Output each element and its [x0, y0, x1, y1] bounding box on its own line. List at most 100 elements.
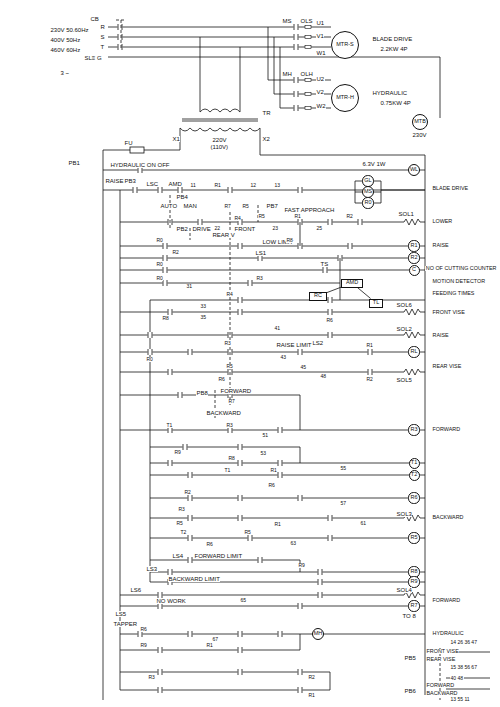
contact-symbol [328, 515, 329, 521]
contact-label: 35 [200, 315, 207, 320]
contact-symbol [332, 309, 333, 315]
contact-symbol [278, 631, 279, 637]
circuit-label: RAISE LIMIT [276, 342, 312, 348]
contact-symbol [192, 515, 193, 521]
contact-gap [318, 592, 323, 598]
node-text: RL [410, 349, 417, 355]
contact-gap [348, 243, 353, 249]
contact-symbol [198, 219, 199, 225]
contact-symbol [332, 219, 333, 225]
branch-wire [300, 447, 301, 463]
contact-symbol [298, 187, 299, 193]
contact-gap [168, 460, 173, 466]
coil-circle: R7 [408, 600, 419, 611]
contact-symbol [122, 44, 123, 50]
power-line [274, 37, 275, 94]
rung-wire [150, 560, 300, 561]
solenoid-gap [404, 218, 420, 226]
circuit-label: BLADE DRIVE [372, 36, 413, 42]
contact-symbol [282, 427, 283, 433]
overload-heater [305, 46, 311, 49]
contact-gap [158, 187, 163, 193]
coil-circle: R9 [408, 576, 419, 587]
contact-symbol [298, 91, 299, 97]
circuit-label: NO OF CUTTING COUNTER [425, 266, 497, 271]
contact-symbol [368, 349, 369, 355]
contact-gap [118, 34, 123, 40]
contact-symbol [188, 557, 189, 563]
circuit-label: 14 26 36 47 [450, 640, 477, 645]
circuit-label: FRONT [234, 226, 256, 232]
contact-label: R3 [178, 507, 185, 512]
contact-label: R5 [226, 364, 233, 369]
circuit-label: W2 [316, 103, 326, 109]
circuit-label: 0.75KW 4P [380, 100, 411, 106]
circuit-label: SOL4 [396, 587, 412, 593]
contact-gap [178, 187, 183, 193]
contact-symbol [372, 349, 373, 355]
circuit-label: R [100, 24, 105, 30]
circuit-label: HYDRAULIC [432, 631, 464, 636]
contact-label: T1 [224, 468, 231, 473]
node-text: R8 [410, 569, 417, 575]
contact-gap [294, 24, 299, 30]
contact-label: 13 [274, 183, 281, 188]
circuit-label: BACKWARD [206, 410, 241, 416]
contact-label: 67 [212, 637, 219, 642]
circuit-label: PB2 [176, 226, 188, 232]
contact-gap [328, 297, 333, 303]
contact-symbol [238, 515, 239, 521]
contact-gap [163, 255, 168, 261]
contact-symbol [158, 647, 159, 653]
contact-gap [183, 444, 188, 450]
coil-circle: R3 [408, 424, 419, 435]
contact-symbol [242, 669, 243, 675]
contact-symbol [248, 280, 249, 286]
circuit-label: PB6 [404, 688, 416, 694]
contact-symbol [332, 535, 333, 541]
contact-symbol [187, 444, 188, 450]
contact-symbol [168, 369, 169, 375]
contact-gap [298, 603, 303, 609]
contact-label: R2 [366, 377, 373, 382]
contact-symbol [242, 515, 243, 521]
node-text: R6 [410, 495, 417, 501]
circuit-label: LS6 [130, 587, 142, 593]
contact-gap [278, 472, 283, 478]
contact-gap [188, 495, 193, 501]
circuit-label: SOL1 [398, 211, 414, 217]
circuit-label: FRONT VISE [432, 310, 465, 315]
contact-symbol [188, 631, 189, 637]
contact-symbol [302, 687, 303, 693]
contact-gap [178, 392, 183, 398]
fuse-symbol [130, 147, 144, 153]
node-text: R2 [410, 255, 417, 261]
contact-symbol [182, 392, 183, 398]
contact-label: R2 [184, 490, 191, 495]
contact-label: R5 [242, 204, 249, 209]
coil-circle: T2 [409, 470, 420, 481]
contact-label: 57 [340, 501, 347, 506]
contact-symbol [162, 687, 163, 693]
contact-label: R4 [226, 292, 233, 297]
contact-label: R6 [206, 542, 213, 547]
coil-circle: C [409, 265, 420, 276]
contact-gap [238, 309, 243, 315]
circuit-label: W1 [316, 50, 326, 56]
contact-gap [318, 569, 323, 575]
contact-gap [328, 515, 333, 521]
coil-circle: MTR-S [331, 31, 359, 59]
circuit-label: SOL5 [396, 377, 412, 383]
contact-label: R5 [258, 214, 265, 219]
contact-symbol [294, 34, 295, 40]
contact-symbol [242, 219, 243, 225]
circuit-label: FU [124, 140, 133, 146]
solenoid-coil [404, 219, 420, 225]
contact-symbol [122, 34, 123, 40]
contact-gap [294, 44, 299, 50]
circuit-label: TS [320, 261, 329, 267]
contact-gap [168, 309, 173, 315]
contact-symbol [298, 105, 299, 111]
contact-gap [168, 369, 173, 375]
rung-wire [150, 572, 425, 573]
